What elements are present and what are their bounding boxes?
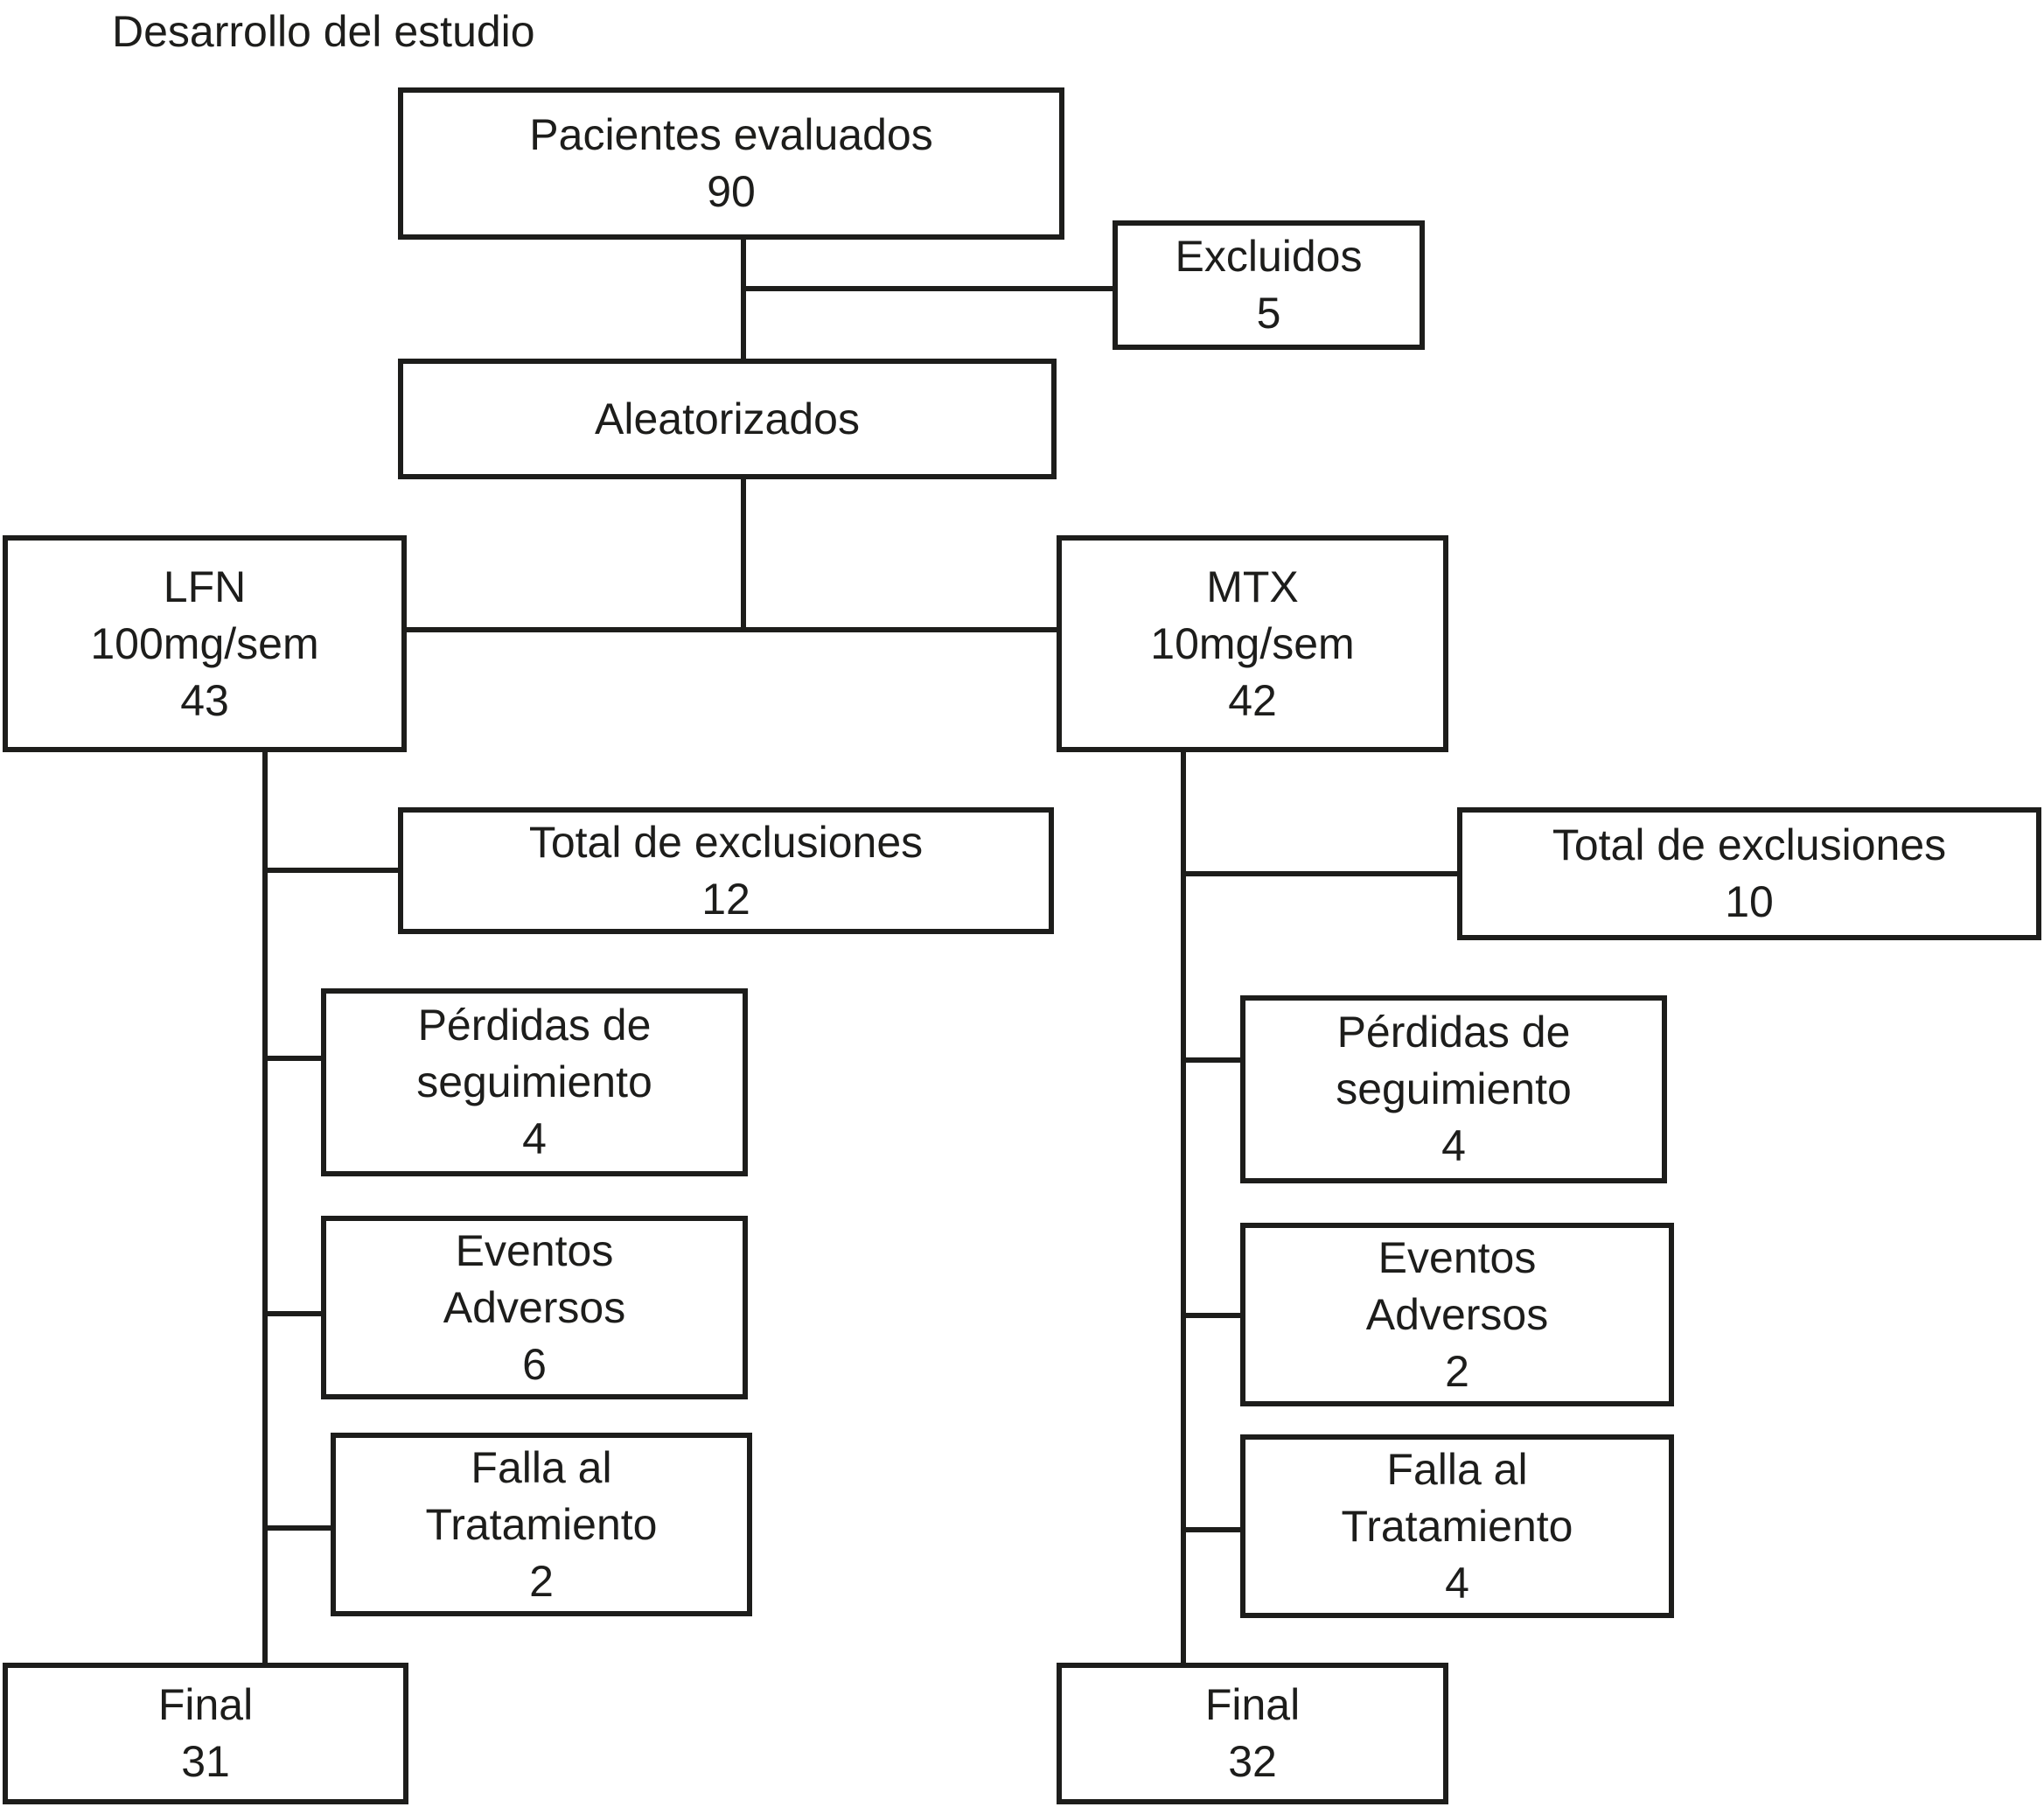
box-value: 43 [180,675,229,725]
box-label-line: Excluidos [1175,232,1363,281]
connector-branch-total-exclusiones-mtx [1186,871,1460,876]
node-perdidas-seguimiento-mtx: Pérdidas de seguimiento 4 [1240,995,1667,1183]
box-label-line: Eventos [455,1225,614,1275]
connector-mtx-trunk [1181,750,1186,1665]
box-label-line: Adversos [443,1282,626,1332]
box-label-line: MTX [1206,562,1299,611]
box-label-line: 10mg/sem [1150,618,1355,668]
node-total-exclusiones-mtx: Total de exclusiones 10 [1457,807,2041,940]
connector-branch-perdidas-mtx [1186,1057,1243,1063]
box-label-line: seguimiento [1336,1064,1572,1113]
connector-aleatorizados-to-split [741,478,746,632]
box-value: 90 [707,167,756,216]
box-value: 5 [1256,289,1281,338]
node-falla-tratamiento-mtx: Falla al Tratamiento 4 [1240,1434,1674,1618]
node-lfn-arm: LFN 100mg/sem 43 [3,535,407,752]
box-value: 42 [1228,675,1277,725]
box-label-line: Falla al [1386,1444,1528,1494]
box-label-line: Eventos [1378,1232,1537,1282]
box-label-line: Aleatorizados [595,394,860,443]
box-value: 6 [522,1339,547,1389]
node-final-lfn: Final 31 [3,1663,408,1804]
box-value: 31 [181,1737,230,1786]
box-label-line: Falla al [471,1442,612,1492]
box-value: 4 [1445,1558,1469,1608]
box-label-line: Tratamiento [425,1499,658,1549]
box-label-line: Pérdidas de [417,1001,652,1050]
node-eventos-adversos-mtx: Eventos Adversos 2 [1240,1223,1674,1406]
box-label-line: Total de exclusiones [1552,820,1947,869]
box-label-line: Pérdidas de [1336,1008,1571,1057]
node-mtx-arm: MTX 10mg/sem 42 [1057,535,1448,752]
node-total-exclusiones-lfn: Total de exclusiones 12 [398,807,1054,934]
box-value: 10 [1725,877,1774,926]
connector-lfn-trunk [262,750,268,1665]
node-final-mtx: Final 32 [1057,1663,1448,1804]
box-value: 2 [529,1556,554,1606]
box-label-line: seguimiento [416,1057,652,1106]
box-value: 32 [1228,1737,1277,1786]
diagram-title: Desarrollo del estudio [112,7,535,56]
box-label-line: LFN [163,562,247,611]
box-label-line: Adversos [1365,1289,1549,1339]
node-falla-tratamiento-lfn: Falla al Tratamiento 2 [331,1433,752,1616]
node-excluidos: Excluidos 5 [1113,220,1425,350]
connector-branch-eventos-mtx [1186,1313,1243,1318]
box-label-line: Total de exclusiones [528,817,924,867]
node-pacientes-evaluados: Pacientes evaluados 90 [398,87,1064,240]
box-label-line: Pacientes evaluados [529,110,933,159]
connector-branch-total-exclusiones-lfn [268,868,401,873]
box-value: 4 [522,1114,547,1163]
node-aleatorizados: Aleatorizados [398,359,1057,479]
node-eventos-adversos-lfn: Eventos Adversos 6 [321,1216,748,1399]
box-label-line: Final [1204,1680,1301,1729]
connector-branch-excluidos [743,286,1115,291]
box-label-line: Final [157,1680,254,1729]
connector-branch-falla-lfn [268,1525,333,1531]
connector-branch-eventos-lfn [268,1311,324,1316]
box-value: 2 [1445,1346,1469,1396]
connector-split-lfn-mtx [407,627,1057,632]
box-value: 12 [701,874,750,924]
connector-branch-perdidas-lfn [268,1056,324,1061]
box-value: 4 [1441,1121,1466,1170]
box-label-line: 100mg/sem [90,618,319,668]
node-perdidas-seguimiento-lfn: Pérdidas de seguimiento 4 [321,988,748,1176]
connector-branch-falla-mtx [1186,1527,1243,1532]
connector-pacientes-to-aleatorizados [741,238,746,360]
box-label-line: Tratamiento [1341,1501,1573,1551]
